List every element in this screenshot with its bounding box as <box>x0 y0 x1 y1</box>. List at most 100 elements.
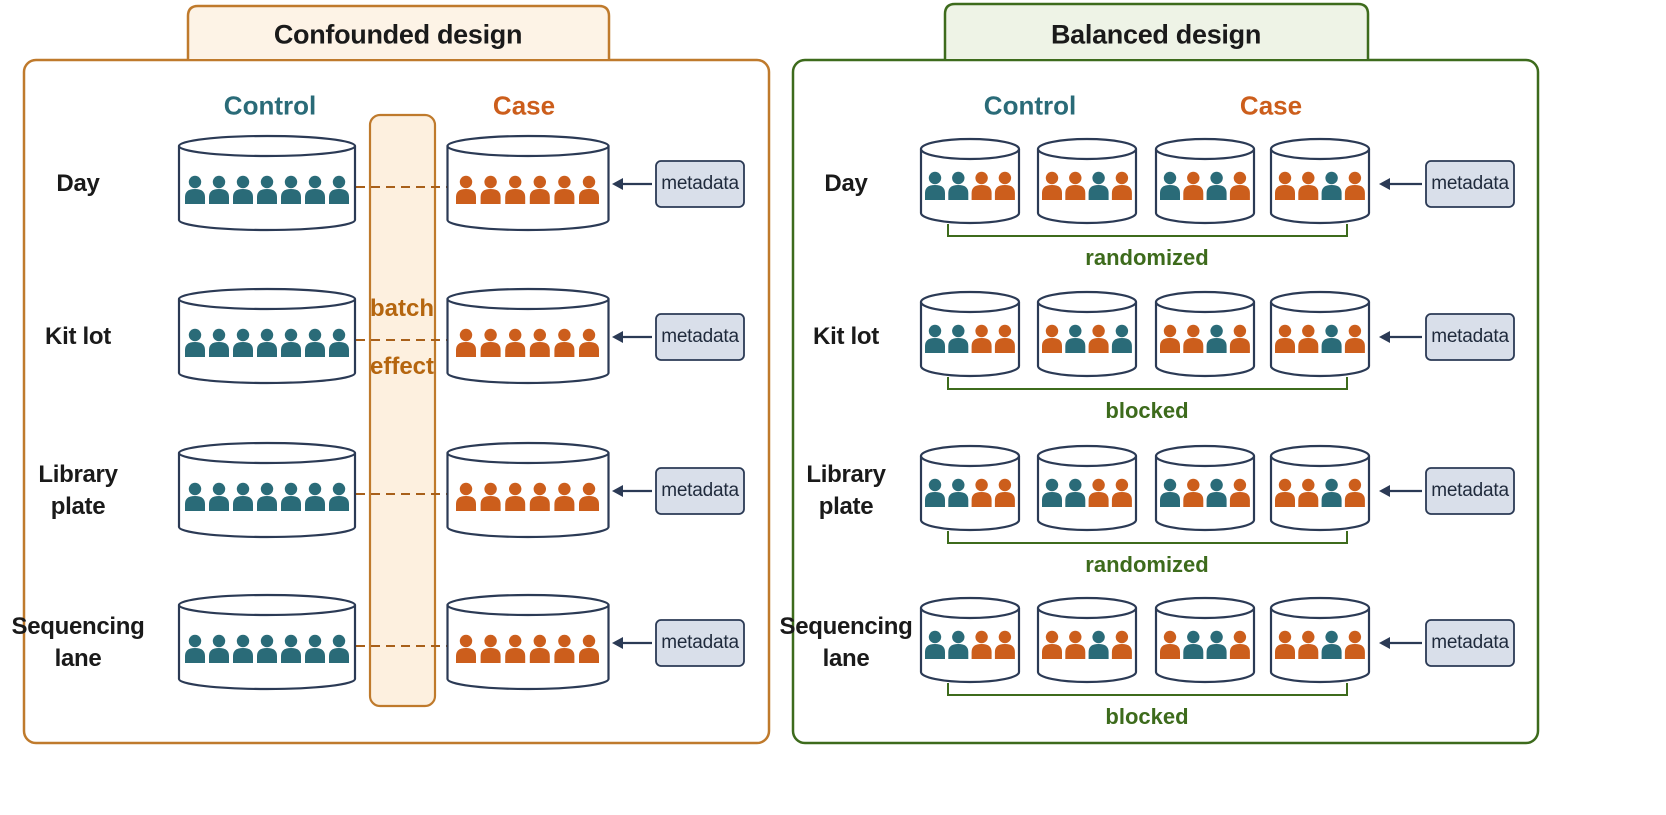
balanced-cylinder-body <box>919 456 1021 532</box>
control-sample-icon <box>281 482 301 511</box>
case-sample-icon-body <box>579 189 599 204</box>
case-sample-icon <box>1183 478 1204 507</box>
confounded-metadata-label: metadata <box>661 632 739 653</box>
case-sample-icon-head <box>1115 630 1129 644</box>
control-sample-icon-head <box>284 328 298 342</box>
control-sample-icon-head <box>236 175 250 189</box>
control-sample-icon-body <box>281 648 301 663</box>
balanced-cylinder-top <box>1154 596 1256 620</box>
confounded-panel <box>22 58 771 745</box>
control-sample-icon-body <box>925 644 945 659</box>
control-sample-icon-head <box>308 634 322 648</box>
control-sample-icon <box>948 630 969 659</box>
control-sample-icon-body <box>1111 338 1132 353</box>
case-sample-icon-head <box>459 482 473 496</box>
case-sample-icon-head <box>484 175 497 189</box>
control-sample-icon-head <box>928 171 942 185</box>
balanced-cylinder <box>1036 137 1138 225</box>
metadata-arrow-head <box>1379 331 1390 343</box>
case-sample-icon <box>554 328 575 357</box>
case-sample-icon-head <box>533 175 546 189</box>
case-sample-icon-body <box>579 342 599 357</box>
control-sample-icon-body <box>305 189 325 204</box>
control-cylinder-top <box>177 441 357 465</box>
case-sample-icon <box>1344 478 1365 507</box>
control-sample-icon <box>233 328 253 357</box>
case-sample-icon-body <box>480 189 501 204</box>
case-sample-icon-head <box>484 328 497 342</box>
control-sample-icon <box>1206 478 1227 507</box>
confounded-metadata-box-2 <box>655 467 745 515</box>
case-sample-icon-head <box>1187 324 1200 338</box>
control-sample-icon-body <box>1160 185 1180 200</box>
case-sample-icon-body <box>1275 338 1295 353</box>
case-sample-icon <box>971 171 992 200</box>
control-sample-icon <box>305 482 325 511</box>
confounded-metadata-box-0 <box>655 160 745 208</box>
control-sample-icon-head <box>332 175 346 189</box>
case-cylinder <box>446 593 610 691</box>
case-sample-icon <box>1275 171 1295 200</box>
case-sample-icon-body <box>1229 185 1250 200</box>
case-sample-icon-body <box>1275 644 1295 659</box>
control-sample-icon <box>281 175 301 204</box>
control-sample-icon-head <box>928 478 942 492</box>
case-sample-icon-body <box>994 644 1015 659</box>
case-sample-icon-head <box>1302 324 1315 338</box>
case-sample-icon-body <box>1160 338 1180 353</box>
balanced-cylinder <box>919 137 1021 225</box>
case-sample-icon-head <box>1069 171 1082 185</box>
case-sample-icon <box>1298 171 1319 200</box>
design-bracket <box>947 683 1348 696</box>
case-sample-icon-head <box>509 175 522 189</box>
case-sample-icon-head <box>1163 630 1177 644</box>
control-sample-icon-head <box>188 328 202 342</box>
case-sample-icon-body <box>1088 492 1109 507</box>
metadata-arrow-head <box>612 178 623 190</box>
control-sample-icon <box>209 175 229 204</box>
control-sample-icon <box>305 328 325 357</box>
case-sample-icon <box>480 175 501 204</box>
case-sample-icon <box>994 478 1015 507</box>
control-sample-icon <box>257 328 277 357</box>
balanced-control-header: Control <box>983 90 1077 121</box>
control-sample-icon-body <box>185 648 205 663</box>
case-cylinder-top <box>446 134 610 158</box>
balanced-cylinder-body <box>919 608 1021 684</box>
case-sample-icon-body <box>529 496 550 511</box>
case-sample-icon-head <box>1069 630 1082 644</box>
control-sample-icon-body <box>948 644 969 659</box>
case-sample-icon-body <box>994 185 1015 200</box>
balanced-cylinder <box>1154 137 1256 225</box>
case-sample-icon-body <box>505 342 526 357</box>
control-sample-icon-head <box>1325 324 1338 338</box>
design-note-label: randomized <box>1085 552 1209 577</box>
control-sample-icon <box>1321 630 1342 659</box>
case-sample-icon <box>1298 478 1319 507</box>
control-sample-icon <box>329 328 349 357</box>
control-sample-icon <box>925 171 945 200</box>
case-sample-icon-head <box>459 328 473 342</box>
case-sample-icon <box>971 478 992 507</box>
case-sample-icon-head <box>484 634 497 648</box>
balanced-row-label: Kit lot <box>813 323 879 350</box>
case-cylinder <box>446 287 610 385</box>
case-sample-icon-head <box>509 482 522 496</box>
balanced-title-tab <box>943 2 1370 59</box>
case-sample-icon-head <box>1233 171 1247 185</box>
metadata-arrow-head <box>612 637 623 649</box>
case-sample-icon-body <box>554 342 575 357</box>
control-sample-icon <box>1160 171 1180 200</box>
case-sample-icon-body <box>480 496 501 511</box>
control-sample-icon-body <box>948 338 969 353</box>
case-sample-icon-head <box>582 175 596 189</box>
case-sample-icon-head <box>1348 478 1362 492</box>
control-sample-icon-body <box>281 496 301 511</box>
case-sample-icon-head <box>484 482 497 496</box>
control-sample-icon-head <box>188 634 202 648</box>
case-sample-icon-head <box>1278 630 1292 644</box>
balanced-cylinder-body <box>1036 456 1138 532</box>
case-sample-icon-body <box>1298 492 1319 507</box>
control-sample-icon-body <box>948 492 969 507</box>
